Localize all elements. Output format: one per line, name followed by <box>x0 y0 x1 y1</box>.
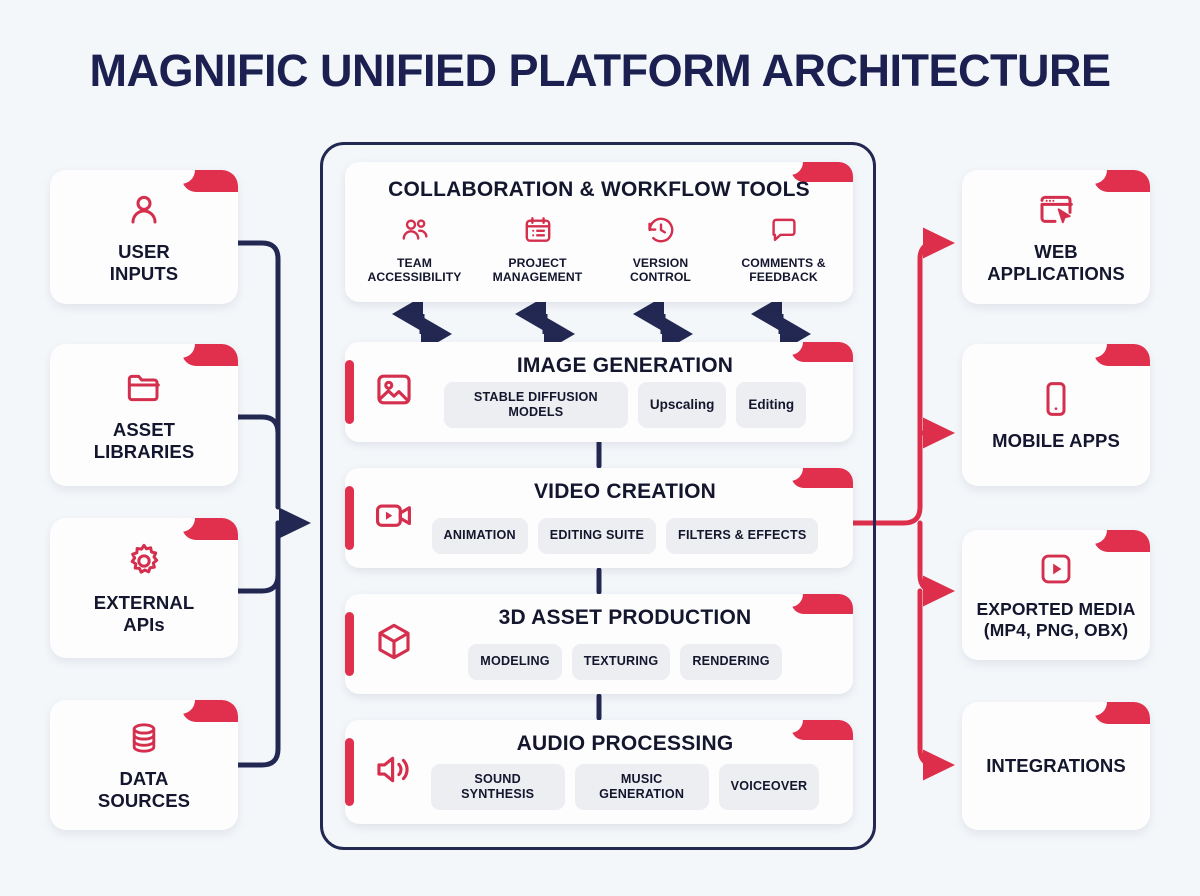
module-audio-processing[interactable]: AUDIO PROCESSING SOUND SYNTHESIS MUSIC G… <box>345 720 853 824</box>
module-video-creation[interactable]: VIDEO CREATION ANIMATION EDITING SUITE F… <box>345 468 853 568</box>
database-icon <box>125 719 163 762</box>
output-card-label: MOBILE APPS <box>992 429 1120 451</box>
calendar-icon <box>522 214 554 251</box>
team-icon <box>399 214 431 251</box>
card-corner-accent <box>1093 702 1150 724</box>
card-corner-accent <box>1093 344 1150 366</box>
output-card-label: EXPORTED MEDIA (MP4, PNG, OBX) <box>976 599 1136 640</box>
module-title: IMAGE GENERATION <box>516 354 734 377</box>
collab-item-team-accessibility[interactable]: TEAM ACCESSIBILITY <box>356 214 474 284</box>
module-accent-bar <box>345 738 354 806</box>
module-accent-bar <box>345 360 354 424</box>
module-chip[interactable]: Editing <box>736 381 807 428</box>
module-3d-asset-production[interactable]: 3D ASSET PRODUCTION MODELING TEXTURING R… <box>345 594 853 694</box>
output-card-mobile-apps[interactable]: MOBILE APPS <box>962 344 1150 486</box>
collaboration-title: COLLABORATION & WORKFLOW TOOLS <box>388 178 810 201</box>
input-card-label: ASSET LIBRARIES <box>93 418 195 462</box>
card-corner-accent <box>181 344 238 366</box>
module-chip[interactable]: MODELING <box>468 644 562 680</box>
module-image-generation[interactable]: IMAGE GENERATION STABLE DIFFUSION MODELS… <box>345 342 853 442</box>
input-card-user-inputs[interactable]: USER INPUTS <box>50 170 238 304</box>
collab-item-label: TEAM ACCESSIBILITY <box>367 256 462 285</box>
module-chip[interactable]: STABLE DIFFUSION MODELS <box>443 381 628 428</box>
gear-icon <box>124 541 164 586</box>
page-title: MAGNIFIC UNIFIED PLATFORM ARCHITECTURE <box>89 45 1111 96</box>
cube-icon <box>373 621 415 668</box>
module-chip-list: SOUND SYNTHESIS MUSIC GENERATION VOICEOV… <box>407 763 843 810</box>
video-camera-icon <box>373 495 415 542</box>
collab-item-label: PROJECT MANAGEMENT <box>492 256 583 285</box>
speaker-icon <box>373 749 415 796</box>
module-chip-list: MODELING TEXTURING RENDERING <box>407 644 843 680</box>
input-card-label: DATA SOURCES <box>97 767 191 811</box>
folder-icon <box>124 368 164 413</box>
module-chip[interactable]: EDITING SUITE <box>537 518 657 554</box>
module-title: AUDIO PROCESSING <box>516 732 734 755</box>
output-card-label: WEB APPLICATIONS <box>987 240 1125 284</box>
input-card-label: EXTERNAL APIs <box>93 591 195 635</box>
input-card-label: USER INPUTS <box>109 240 179 284</box>
output-card-integrations[interactable]: INTEGRATIONS <box>962 702 1150 830</box>
card-corner-accent <box>790 468 853 488</box>
module-title: VIDEO CREATION <box>533 480 717 503</box>
card-corner-accent <box>181 518 238 540</box>
input-card-data-sources[interactable]: DATA SOURCES <box>50 700 238 830</box>
collab-item-label: VERSION CONTROL <box>630 256 691 285</box>
module-chip[interactable]: RENDERING <box>680 644 782 680</box>
input-card-asset-libraries[interactable]: ASSET LIBRARIES <box>50 344 238 486</box>
comment-icon <box>768 214 800 251</box>
card-corner-accent <box>1093 530 1150 552</box>
input-card-external-apis[interactable]: EXTERNAL APIs <box>50 518 238 658</box>
platform-container <box>320 142 876 850</box>
user-icon <box>124 190 164 235</box>
output-card-label: INTEGRATIONS <box>986 755 1126 777</box>
card-corner-accent <box>181 170 238 192</box>
history-icon <box>645 214 677 251</box>
module-chip[interactable]: MUSIC GENERATION <box>574 763 709 810</box>
collab-item-project-management[interactable]: PROJECT MANAGEMENT <box>479 214 597 284</box>
module-chip[interactable]: ANIMATION <box>431 518 528 554</box>
collab-item-comments-feedback[interactable]: COMMENTS & FEEDBACK <box>725 214 843 284</box>
card-corner-accent <box>790 594 853 614</box>
mobile-icon <box>1036 379 1076 424</box>
module-chip[interactable]: TEXTURING <box>571 644 671 680</box>
output-card-web-applications[interactable]: WEB APPLICATIONS <box>962 170 1150 304</box>
collab-item-label: COMMENTS & FEEDBACK <box>741 256 826 285</box>
module-chip[interactable]: FILTERS & EFFECTS <box>666 518 819 554</box>
collab-item-version-control[interactable]: VERSION CONTROL <box>602 214 720 284</box>
module-title: 3D ASSET PRODUCTION <box>498 606 752 629</box>
collaboration-panel[interactable]: COLLABORATION & WORKFLOW TOOLS TEAM ACCE… <box>345 162 853 302</box>
module-chip[interactable]: VOICEOVER <box>718 763 820 810</box>
card-corner-accent <box>790 720 853 740</box>
module-chip[interactable]: Upscaling <box>637 381 727 428</box>
module-accent-bar <box>345 612 354 676</box>
output-card-exported-media[interactable]: EXPORTED MEDIA (MP4, PNG, OBX) <box>962 530 1150 660</box>
card-corner-accent <box>181 700 238 722</box>
card-corner-accent <box>790 342 853 362</box>
browser-cursor-icon <box>1036 190 1076 235</box>
play-box-icon <box>1037 550 1075 593</box>
module-accent-bar <box>345 486 354 550</box>
module-chip-list: ANIMATION EDITING SUITE FILTERS & EFFECT… <box>407 518 843 554</box>
card-corner-accent <box>1093 170 1150 192</box>
image-icon <box>373 369 415 416</box>
card-corner-accent <box>790 162 853 182</box>
module-chip[interactable]: SOUND SYNTHESIS <box>430 763 565 810</box>
module-chip-list: STABLE DIFFUSION MODELS Upscaling Editin… <box>407 381 843 428</box>
